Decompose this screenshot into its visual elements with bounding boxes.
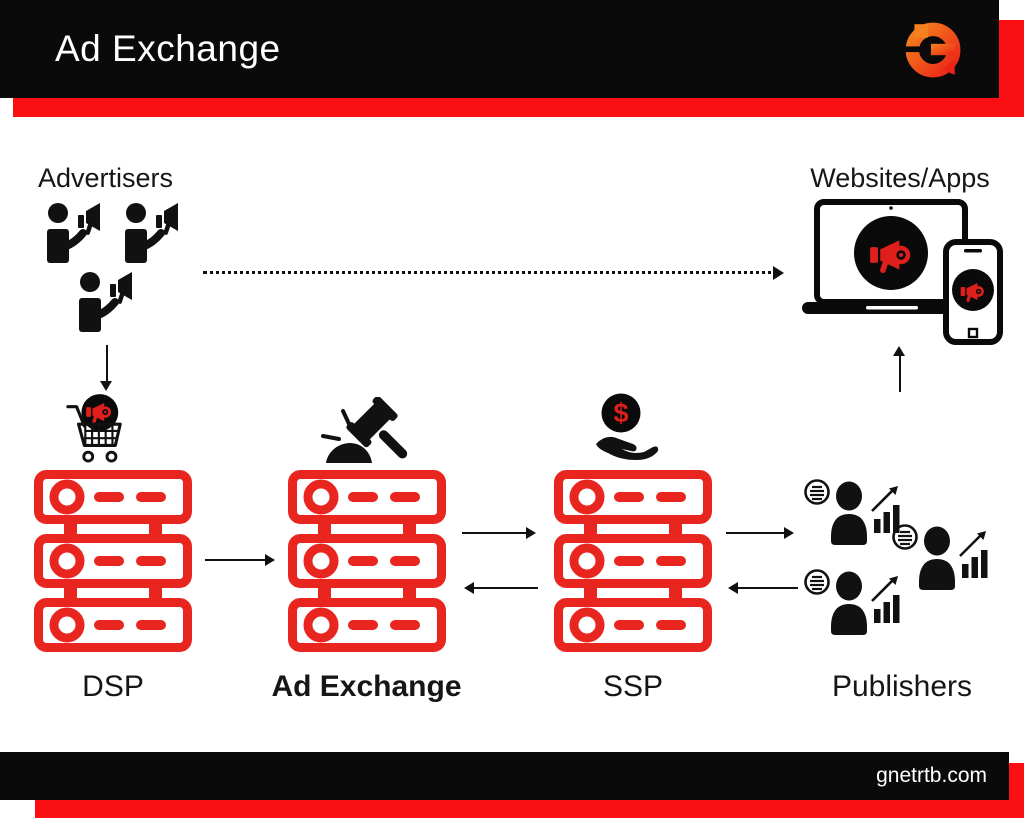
publisher-person-icon <box>891 524 991 598</box>
arrow-dsp-to-adexchange <box>205 553 275 566</box>
page-title: Ad Exchange <box>55 28 281 69</box>
adexchange-server-stack <box>288 470 446 652</box>
ssp-server-stack <box>554 470 712 652</box>
arrow-ssp-to-publishers <box>726 526 794 539</box>
auction-gavel-icon <box>321 397 408 463</box>
ssp-label: SSP <box>602 670 664 703</box>
advertisers-label: Advertisers <box>38 163 174 193</box>
footer-site-url: gnetrtb.com <box>876 764 987 787</box>
arrow-publishers-to-ssp <box>728 581 798 594</box>
dsp-server-stack <box>34 470 192 652</box>
person-megaphone-icon <box>44 202 104 270</box>
websites-apps-label: Websites/Apps <box>810 163 990 193</box>
arrow-advertisers-to-websites <box>203 266 784 280</box>
person-megaphone-icon <box>122 202 182 270</box>
ad-cart-icon <box>66 394 122 463</box>
adexchange-label: Ad Exchange <box>271 670 462 703</box>
money-hand-icon: $ <box>596 393 659 460</box>
dollar-badge: $ <box>613 398 628 428</box>
g-circular-arrows-logo-icon <box>901 22 961 78</box>
dsp-label: DSP <box>82 670 144 703</box>
arrow-advertisers-to-dsp <box>100 345 113 391</box>
arrow-ssp-to-adexchange <box>464 581 538 594</box>
person-megaphone-icon <box>76 271 136 339</box>
publishers-label: Publishers <box>831 670 973 703</box>
arrow-adexchange-to-ssp <box>462 526 536 539</box>
publisher-person-icon <box>803 479 903 553</box>
arrow-publishers-to-websites <box>893 346 906 392</box>
publisher-person-icon <box>803 569 903 643</box>
laptop-phone-ad-icon <box>802 199 1003 345</box>
footer-bar: gnetrtb.com <box>0 752 1009 800</box>
header-bar: Ad Exchange <box>0 0 999 98</box>
